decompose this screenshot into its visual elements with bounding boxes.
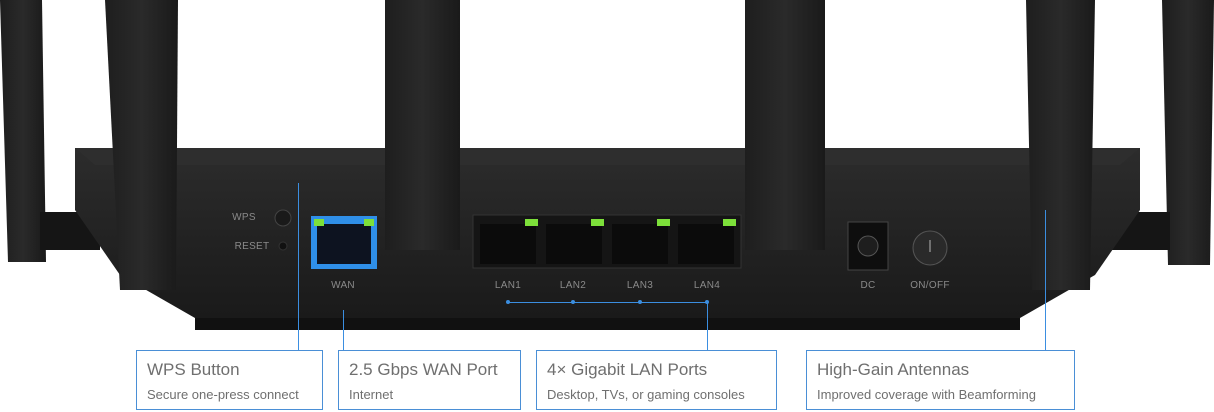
lan-ports — [480, 219, 736, 264]
callout-subtitle: Secure one-press connect — [147, 387, 299, 402]
callout-antennas: High-Gain Antennas Improved coverage wit… — [806, 350, 1075, 410]
reset-label: RESET — [234, 241, 270, 252]
dc-label: DC — [860, 280, 876, 291]
wps-button — [274, 209, 292, 227]
antenna-leader-line — [1045, 210, 1046, 350]
antenna-right — [1026, 0, 1095, 290]
wan-label: WAN — [331, 280, 355, 291]
power-label: ON/OFF — [910, 280, 950, 291]
callout-title: 2.5 Gbps WAN Port — [349, 360, 498, 379]
lan2-label: LAN2 — [559, 280, 587, 291]
lan-leader-line-v — [707, 302, 708, 350]
callout-subtitle: Improved coverage with Beamforming — [817, 387, 1036, 402]
lan4-label: LAN4 — [693, 280, 721, 291]
callout-subtitle: Internet — [349, 387, 394, 402]
wps-label: WPS — [232, 212, 256, 223]
lan-leader-line-h — [508, 302, 708, 303]
wps-leader-line — [298, 183, 299, 350]
callout-subtitle: Desktop, TVs, or gaming consoles — [547, 387, 745, 402]
callout-title: 4× Gigabit LAN Ports — [547, 360, 708, 379]
wan-leader-line — [343, 310, 344, 350]
wan-port — [311, 216, 377, 269]
callout-wps: WPS Button Secure one-press connect — [136, 350, 323, 410]
antenna-center-right — [745, 0, 825, 250]
antenna-left — [105, 0, 178, 290]
lan1-label: LAN1 — [494, 280, 522, 291]
reset-hole — [278, 241, 288, 251]
callout-lan: 4× Gigabit LAN Ports Desktop, TVs, or ga… — [536, 350, 777, 410]
lan3-label: LAN3 — [626, 280, 654, 291]
antenna-center-left — [385, 0, 460, 250]
callout-wan: 2.5 Gbps WAN Port Internet — [338, 350, 521, 410]
callout-title: WPS Button — [147, 360, 240, 379]
callout-title: High-Gain Antennas — [817, 360, 970, 379]
